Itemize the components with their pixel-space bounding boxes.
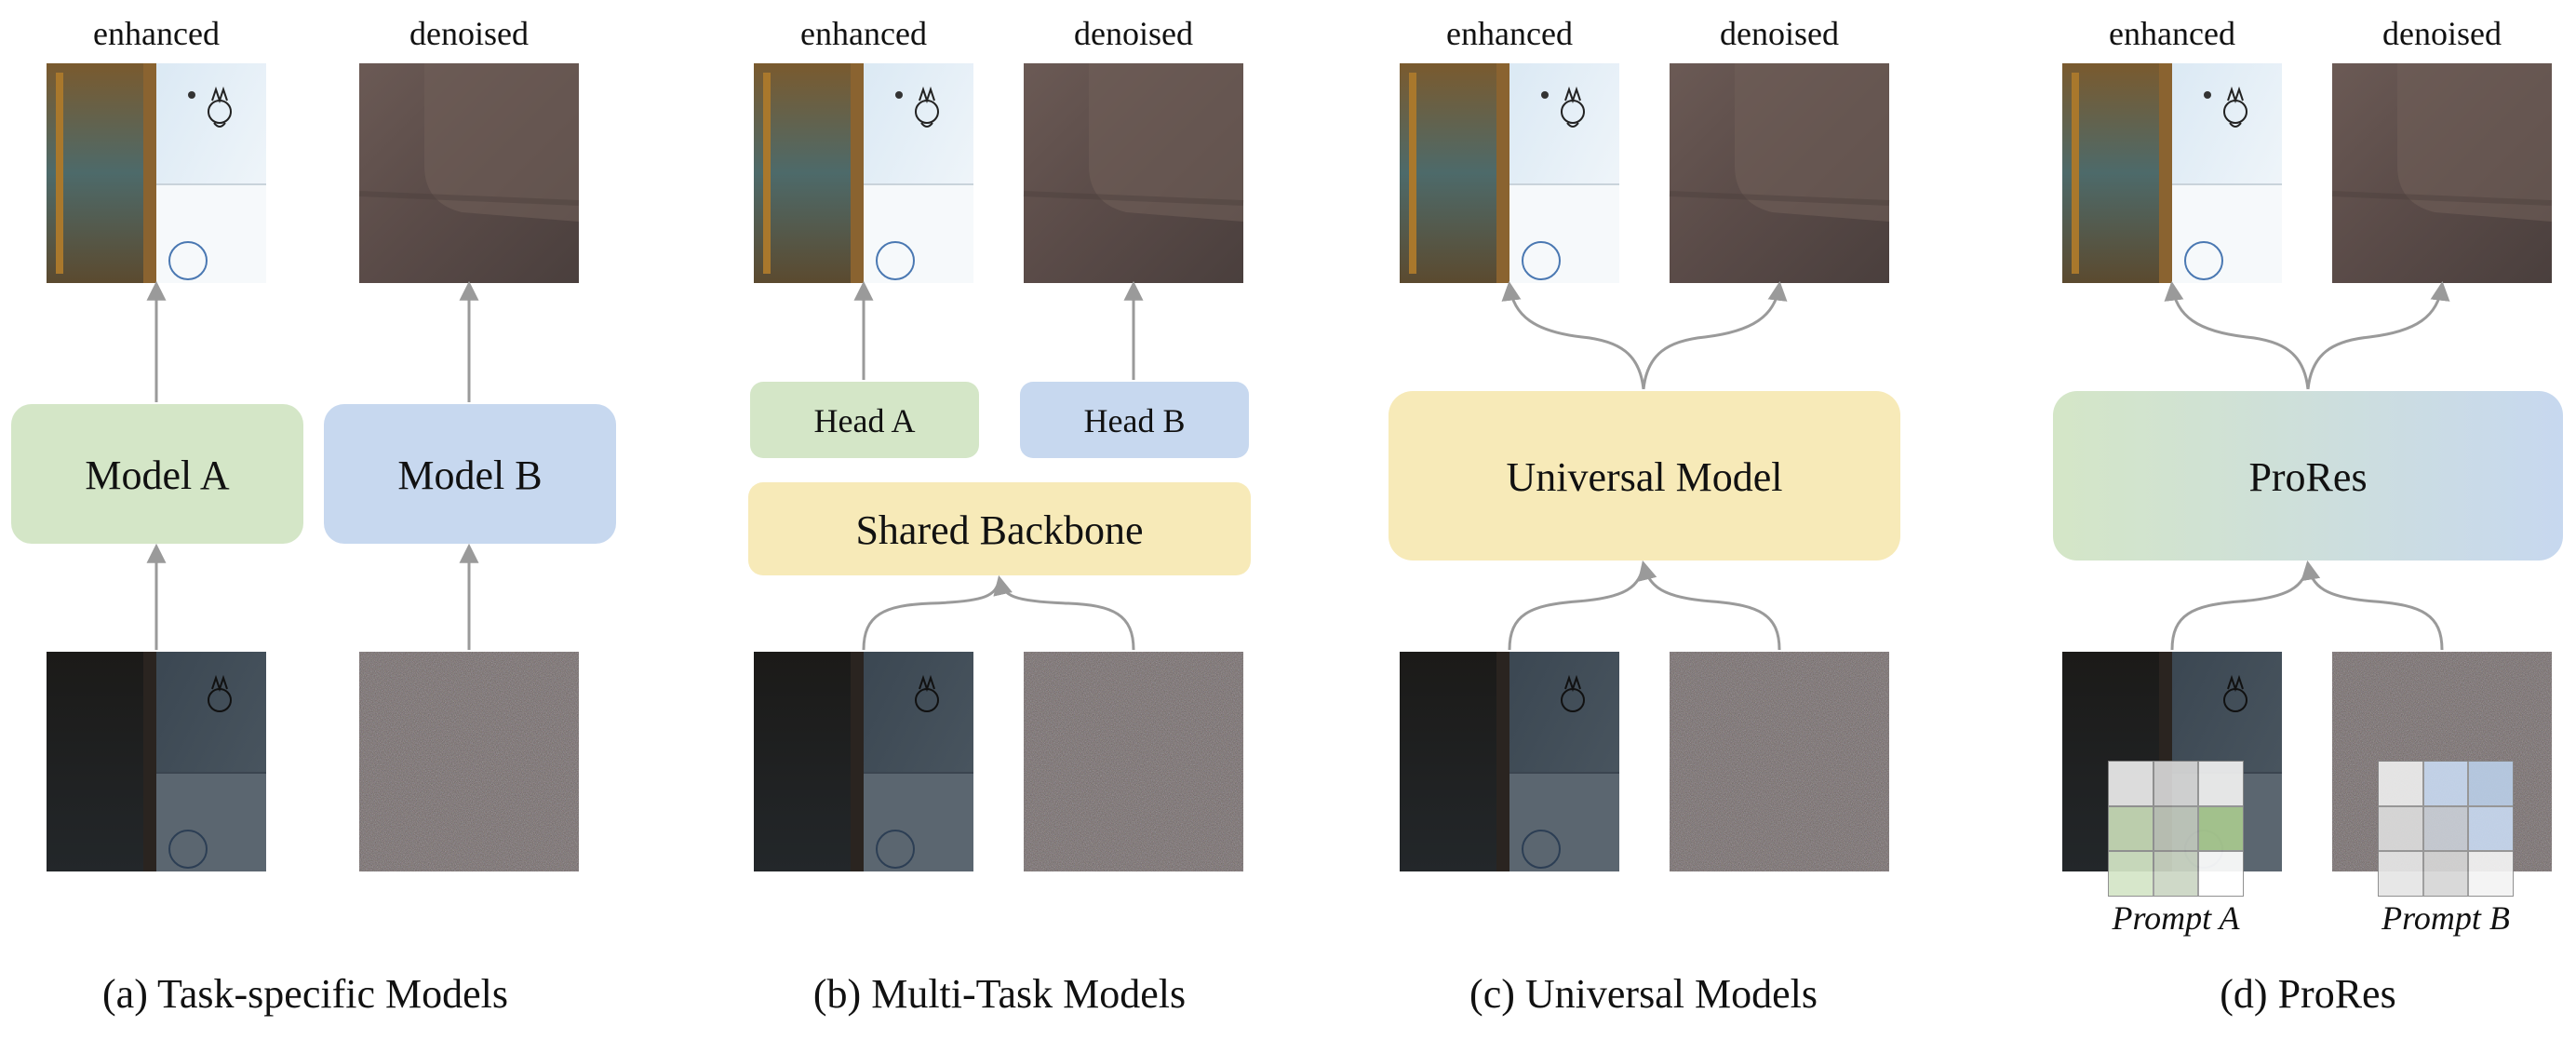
- panel-a: enhanced denoised Model A Model B (a) Ta…: [11, 15, 616, 1017]
- label-enhanced-d: enhanced: [2109, 15, 2235, 52]
- shared-backbone-box: [748, 482, 1251, 575]
- enhanced-image-d: [2061, 62, 2283, 284]
- head-a-label: Head A: [814, 402, 916, 439]
- denoised-image-c: [1670, 63, 1889, 283]
- model-a-label: Model A: [85, 452, 229, 498]
- model-a-box: [11, 404, 303, 544]
- merge-arrow-d-right: [2301, 560, 2444, 651]
- label-enhanced-a: enhanced: [93, 15, 220, 52]
- low-light-image-b: [753, 651, 974, 872]
- label-denoised-a: denoised: [409, 15, 529, 52]
- caption-d: (d) ProRes: [2220, 971, 2395, 1017]
- merge-arrow-c-right: [1637, 560, 1781, 651]
- noisy-image-c: [1670, 652, 1889, 871]
- merge-arrow-c-left: [1508, 563, 1645, 651]
- split-arrow-c-right: [1642, 280, 1788, 390]
- prompt-b-label: Prompt B: [2381, 899, 2510, 937]
- prores-label: ProRes: [2248, 454, 2367, 500]
- panel-d: enhanced denoised ProRes: [2053, 15, 2563, 1017]
- low-light-image-c: [1399, 651, 1620, 872]
- model-b-box: [324, 404, 616, 544]
- prompt-a-grid: [2108, 761, 2244, 897]
- label-enhanced-c: enhanced: [1446, 15, 1573, 52]
- panel-b: enhanced denoised Head A Head B Shared B…: [748, 15, 1251, 1017]
- enhanced-image-c: [1399, 62, 1620, 284]
- prores-box: [2053, 391, 2563, 561]
- label-denoised-d: denoised: [2382, 15, 2502, 52]
- universal-model-label: Universal Model: [1507, 454, 1783, 500]
- denoised-image-d: [2332, 63, 2552, 283]
- enhanced-image-a: [46, 62, 267, 284]
- universal-model-box: [1389, 391, 1900, 561]
- prompt-b-grid: [2378, 761, 2514, 897]
- head-b-box: [1020, 382, 1249, 458]
- shared-backbone-label: Shared Backbone: [855, 507, 1143, 553]
- noisy-image-b: [1024, 652, 1243, 871]
- merge-arrow-d-left: [2170, 563, 2310, 651]
- low-light-image-a: [46, 651, 267, 872]
- head-a-box: [750, 382, 979, 458]
- prompt-a-label: Prompt A: [2111, 899, 2240, 937]
- head-b-label: Head B: [1084, 402, 1186, 439]
- merge-arrow-b-right: [993, 574, 1135, 651]
- denoised-image-a: [359, 63, 579, 283]
- denoised-image-b: [1024, 63, 1243, 283]
- label-enhanced-b: enhanced: [800, 15, 927, 52]
- noisy-image-a: [359, 652, 579, 871]
- split-arrow-d-right: [2306, 280, 2450, 390]
- merge-arrow-b-left: [862, 578, 1001, 651]
- enhanced-image-b: [753, 62, 974, 284]
- caption-b: (b) Multi-Task Models: [813, 971, 1186, 1017]
- label-denoised-c: denoised: [1720, 15, 1839, 52]
- label-denoised-b: denoised: [1074, 15, 1193, 52]
- split-arrow-d-left: [2164, 280, 2310, 390]
- model-b-label: Model B: [397, 452, 542, 498]
- caption-a: (a) Task-specific Models: [102, 971, 508, 1017]
- panel-c: enhanced denoised Universal Model (c) Un…: [1389, 15, 1900, 1017]
- caption-c: (c) Universal Models: [1469, 971, 1818, 1017]
- split-arrow-c-left: [1501, 280, 1645, 390]
